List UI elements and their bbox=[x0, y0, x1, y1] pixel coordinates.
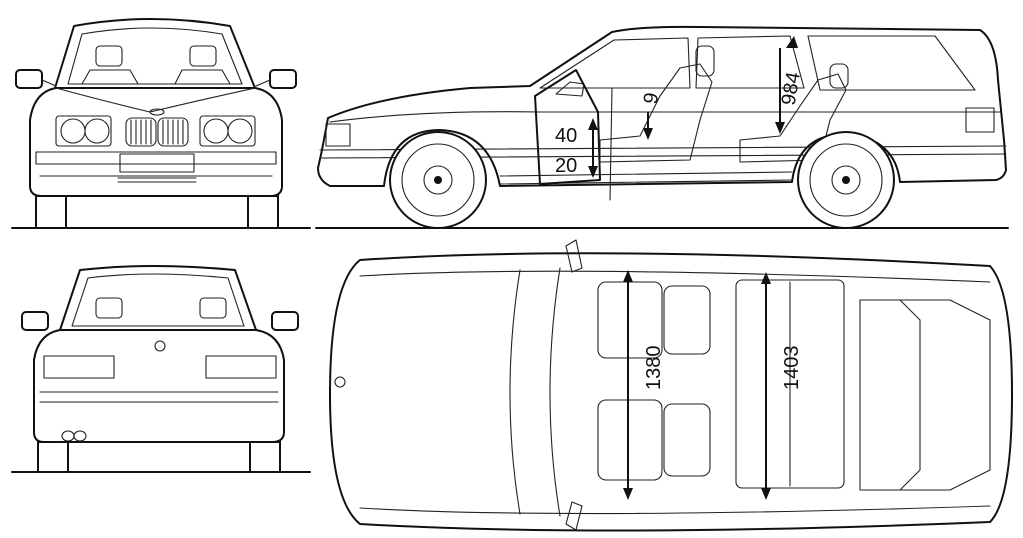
dim-label-984: 984 bbox=[778, 70, 805, 107]
side-body-outline bbox=[317, 25, 1007, 187]
front-headlight-2 bbox=[84, 118, 110, 144]
front-mirror-arm-right bbox=[255, 79, 271, 87]
top-cargo-area bbox=[859, 299, 991, 491]
rear-wheel-left bbox=[37, 441, 69, 473]
side-taillight bbox=[965, 107, 995, 133]
front-lower-grille bbox=[39, 175, 273, 183]
side-view: 40 20 9 984 bbox=[315, 25, 1009, 229]
rear-headrest-left bbox=[95, 297, 123, 319]
top-windshield-top bbox=[549, 267, 561, 517]
side-window-cargo bbox=[807, 35, 976, 91]
front-headlight-4 bbox=[227, 118, 253, 144]
top-cargo-lines bbox=[899, 299, 921, 491]
front-mirror-right bbox=[269, 69, 297, 89]
front-kidney-grille bbox=[125, 117, 189, 147]
side-front-seat bbox=[599, 63, 713, 163]
rear-bumper-lines bbox=[39, 391, 279, 403]
front-headlight-housing-left bbox=[55, 115, 112, 147]
top-badge bbox=[334, 376, 346, 388]
rear-view bbox=[11, 265, 311, 473]
dim-label-width-front: 1380 bbox=[643, 346, 665, 391]
front-headlight-3 bbox=[203, 118, 229, 144]
rear-exhaust-2 bbox=[73, 430, 87, 442]
side-rear-seat bbox=[739, 73, 847, 163]
rear-exhaust-1 bbox=[61, 430, 75, 442]
top-front-seatback-left bbox=[663, 285, 711, 355]
rear-wheel-right bbox=[249, 441, 281, 473]
side-dim-arrowheads bbox=[588, 118, 598, 178]
front-bumper-strip bbox=[35, 151, 277, 165]
front-mirror-arm-left bbox=[41, 79, 57, 87]
front-license-plate bbox=[119, 153, 195, 173]
rear-body bbox=[33, 329, 285, 443]
front-wheel-right bbox=[247, 195, 279, 229]
rear-taillight-right bbox=[205, 355, 277, 379]
side-door-seam bbox=[609, 87, 613, 201]
top-body-outline bbox=[329, 252, 1013, 532]
front-view bbox=[11, 18, 311, 229]
dim-label-seat-height: 20 bbox=[555, 155, 577, 177]
front-wheel-left bbox=[35, 195, 67, 229]
top-side-lines bbox=[359, 270, 991, 515]
front-windshield bbox=[67, 27, 243, 85]
front-mirror-left bbox=[15, 69, 43, 89]
top-windshield-base bbox=[509, 269, 521, 515]
side-mirror bbox=[555, 81, 585, 97]
side-dim-arrowhead-9 bbox=[643, 128, 653, 140]
dim-label-width-rear: 1403 bbox=[781, 346, 803, 391]
front-hood-line bbox=[55, 87, 256, 113]
front-body bbox=[29, 87, 283, 197]
rear-mirror-right bbox=[271, 311, 299, 331]
front-headrest-left bbox=[95, 45, 123, 67]
side-wheel-rear bbox=[797, 131, 895, 229]
side-dim-arrowheads-984 bbox=[775, 36, 798, 134]
rear-window bbox=[71, 273, 245, 327]
front-badge bbox=[149, 108, 165, 116]
rear-roof-outline bbox=[59, 265, 257, 331]
side-headlight bbox=[325, 123, 351, 147]
dim-label-9: 9 bbox=[640, 91, 664, 106]
side-open-door bbox=[534, 69, 601, 185]
top-view: 1380 1403 bbox=[329, 239, 1013, 532]
top-mirror-left bbox=[565, 239, 583, 273]
front-headrest-right bbox=[189, 45, 217, 67]
top-front-seat-right bbox=[597, 399, 663, 481]
side-front-headrest bbox=[695, 45, 715, 77]
side-wheel-front bbox=[389, 131, 487, 229]
rear-badge bbox=[154, 340, 166, 352]
rear-headrest-right bbox=[199, 297, 227, 319]
front-headlight-housing-right bbox=[199, 115, 256, 147]
rear-mirror-left bbox=[21, 311, 49, 331]
front-roof-outline bbox=[54, 18, 256, 89]
top-rear-bench bbox=[735, 279, 845, 489]
side-window-front bbox=[539, 37, 691, 89]
side-belt-line bbox=[329, 111, 1001, 123]
top-front-seatback-right bbox=[663, 403, 711, 477]
front-headlight-1 bbox=[60, 118, 86, 144]
rear-taillight-left bbox=[43, 355, 115, 379]
dim-label-headroom: 40 bbox=[555, 125, 577, 147]
side-rear-headrest bbox=[829, 63, 849, 89]
top-mirror-right bbox=[565, 501, 583, 531]
front-seats bbox=[81, 69, 231, 85]
